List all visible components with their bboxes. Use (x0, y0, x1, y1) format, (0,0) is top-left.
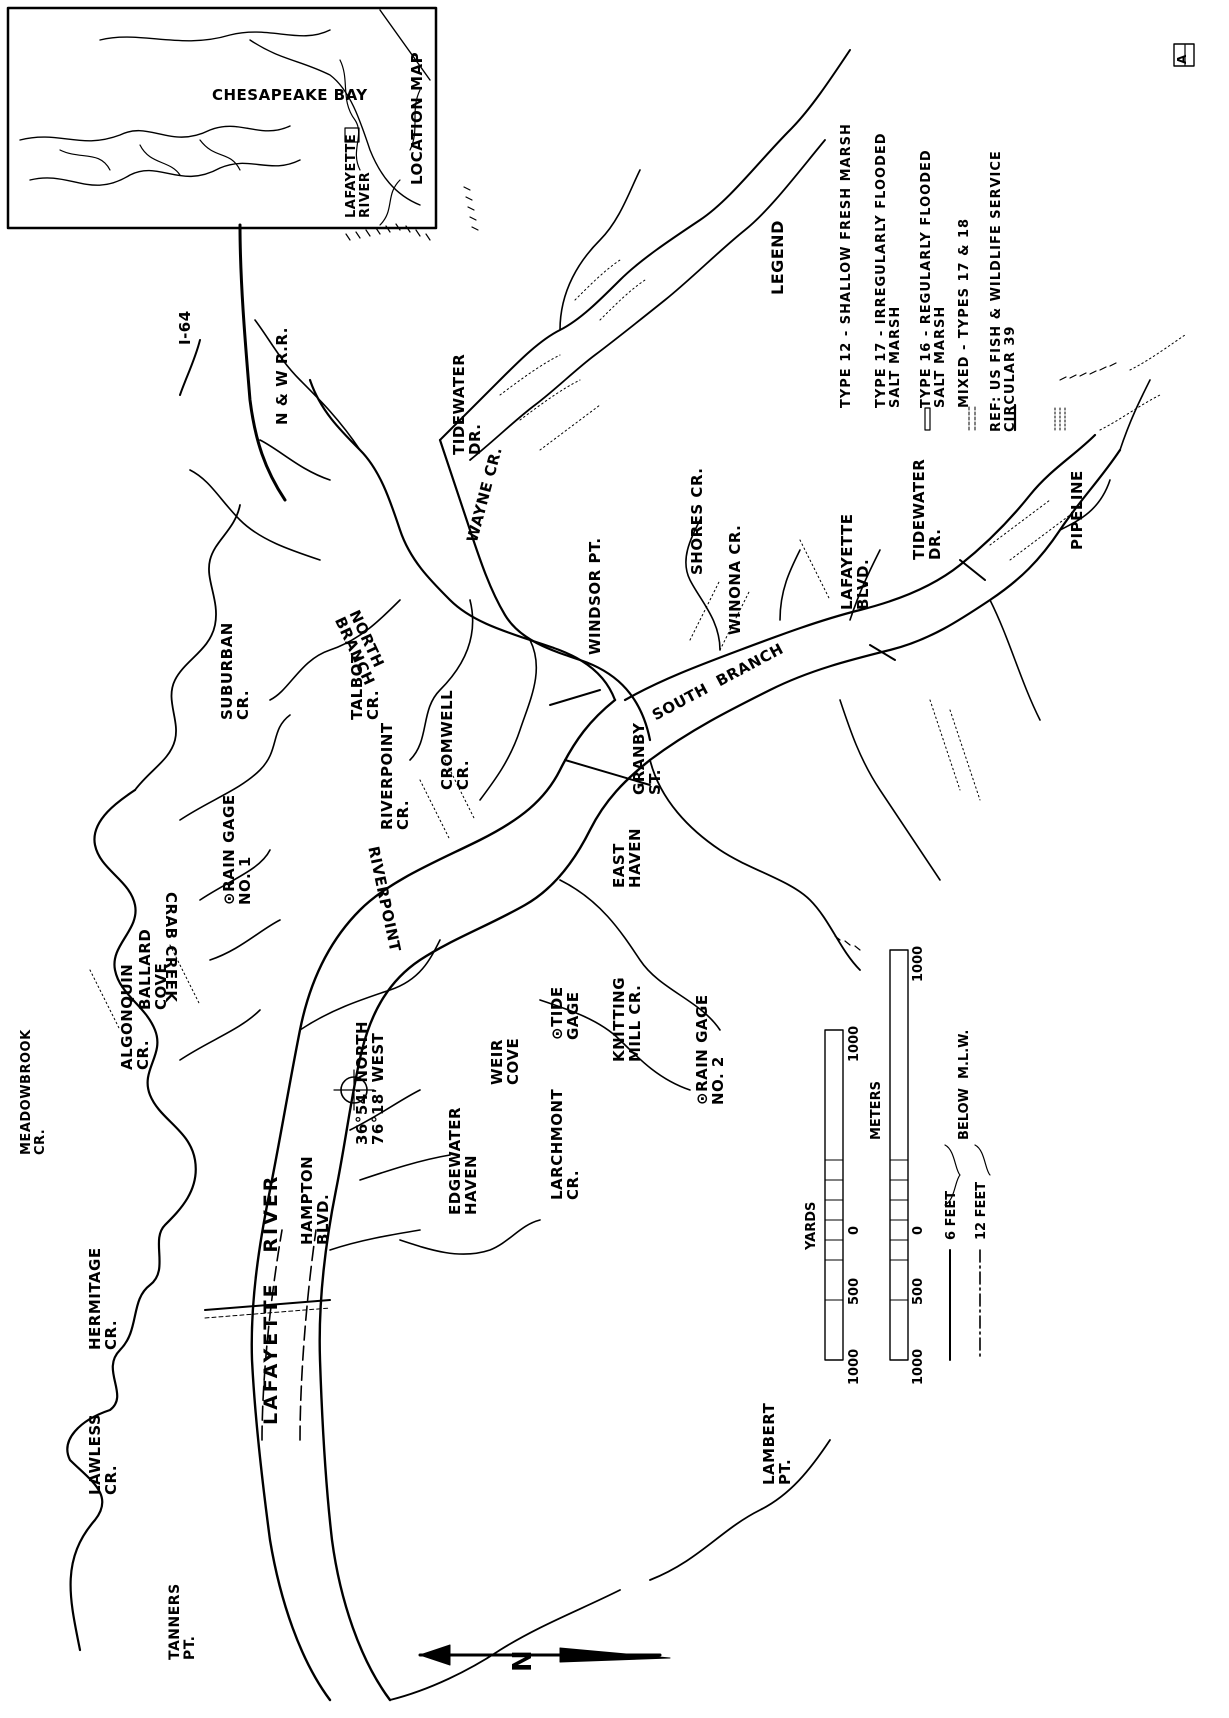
scale-meters-tick: 1000 (911, 1348, 926, 1385)
i-64-road (179, 339, 201, 396)
label-windsor: WINDSOR PT. (586, 537, 604, 655)
granby-st-bridge (564, 759, 651, 786)
label-nw-rr: N & W R.R. (273, 327, 291, 425)
scale-yards-tick: 1000 (847, 1348, 862, 1385)
label-cromwell: CROMWELL CR. (438, 689, 472, 790)
corner-tag-label: A (1175, 54, 1189, 64)
north-arrow-label: N (508, 1650, 538, 1672)
depth-below-mlw: BELOW M.L.W. (957, 1029, 972, 1140)
n-w-railroad (238, 223, 287, 502)
legend-item-type12: TYPE 12 - SHALLOW FRESH MARSH (839, 123, 854, 408)
meters-scale-bar (889, 949, 909, 1361)
lafayette-river-channel (250, 698, 617, 1702)
label-rain-gage-2: ⊙RAIN GAGE NO. 2 (693, 994, 727, 1105)
legend-item-type17: TYPE 17 - IRREGULARLY FLOODED SALT MARSH (874, 132, 903, 408)
label-larchmont: LARCHMONT CR. (548, 1088, 582, 1200)
label-tidewater-dr-2: TIDEWATER DR. (910, 458, 944, 560)
scale-yards-title: YARDS (804, 1201, 819, 1250)
location-map-title: LOCATION MAP (408, 51, 426, 185)
label-lambert: LAMBERT PT. (760, 1402, 794, 1485)
marsh-stipple (89, 259, 1186, 1031)
north-arrow (418, 1644, 671, 1666)
label-weir: WEIR COVE (488, 1037, 522, 1085)
label-tanners: TANNERS PT. (167, 1583, 198, 1660)
label-meadowbrook: MEADOWBROOK CR. (19, 1029, 48, 1155)
legend-item-type16: TYPE 16 - REGULARLY FLOODED SALT MARSH (919, 149, 948, 408)
label-suburban: SUBURBAN CR. (218, 622, 252, 720)
label-tidewater-dr-1: TIDEWATER DR. (450, 353, 484, 455)
legend-item-mixed: MIXED - TYPES 17 & 18 (957, 217, 972, 408)
label-granby: GRANBY ST. (630, 722, 664, 796)
label-winona: WINONA CR. (726, 524, 744, 635)
scale-yards-tick: 1000 (847, 1025, 862, 1062)
shoreline-west (66, 788, 197, 1652)
label-coordinates: 36°54' NORTH 76°18' WEST (353, 1020, 387, 1145)
label-edgewater: EDGEWATER HAVEN (446, 1106, 480, 1215)
yards-scale-bar (824, 1029, 844, 1361)
legend-title: LEGEND (768, 220, 787, 295)
label-crab-creek: CRAB CREEK (162, 892, 180, 1003)
label-shores: SHORES CR. (688, 467, 706, 575)
label-rain-gage-1: ⊙RAIN GAGE NO. 1 (220, 794, 254, 905)
label-hampton: HAMPTON BLVD. (298, 1155, 332, 1245)
label-knitting: KNITTING MILL CR. (610, 976, 644, 1062)
location-river-label: LAFAYETTE RIVER (344, 133, 373, 218)
label-riverpoint-cr: RIVERPOINT CR. (378, 722, 412, 830)
south-branch (648, 448, 1122, 762)
label-east-haven: EAST HAVEN (610, 827, 644, 888)
north-branch (308, 378, 617, 702)
depth-12-feet: 12 FEET (974, 1181, 989, 1240)
label-tide-gage: ⊙TIDE GAGE (548, 986, 582, 1040)
label-i64: I-64 (176, 310, 194, 345)
scale-yards-tick: 0 (847, 1225, 862, 1235)
scale-meters-title: METERS (869, 1081, 884, 1140)
label-lafayette-blvd: LAFAYETTE BLVD. (838, 513, 872, 610)
corner-tag-box (1173, 43, 1195, 67)
hampton-blvd-bridge (204, 1299, 331, 1311)
label-pipeline: PIPELINE (1068, 470, 1086, 550)
location-map-inset (6, 6, 438, 230)
depth-6-feet: 6 FEET (944, 1190, 959, 1240)
scale-meters-tick: 500 (911, 1277, 926, 1305)
label-hermitage: HERMITAGE CR. (86, 1247, 120, 1350)
label-lafayette-river: LAFAYETTE RIVER (260, 1173, 282, 1425)
marsh-hachure (345, 186, 1117, 951)
label-lawless: LAWLESS CR. (86, 1413, 120, 1495)
scale-meters-tick: 1000 (911, 945, 926, 982)
scale-meters-tick: 0 (911, 1225, 926, 1235)
legend-reference: REF: US FISH & WILDLIFE SERVICE CIRCULAR… (989, 150, 1018, 432)
scale-yards-tick: 500 (847, 1277, 862, 1305)
